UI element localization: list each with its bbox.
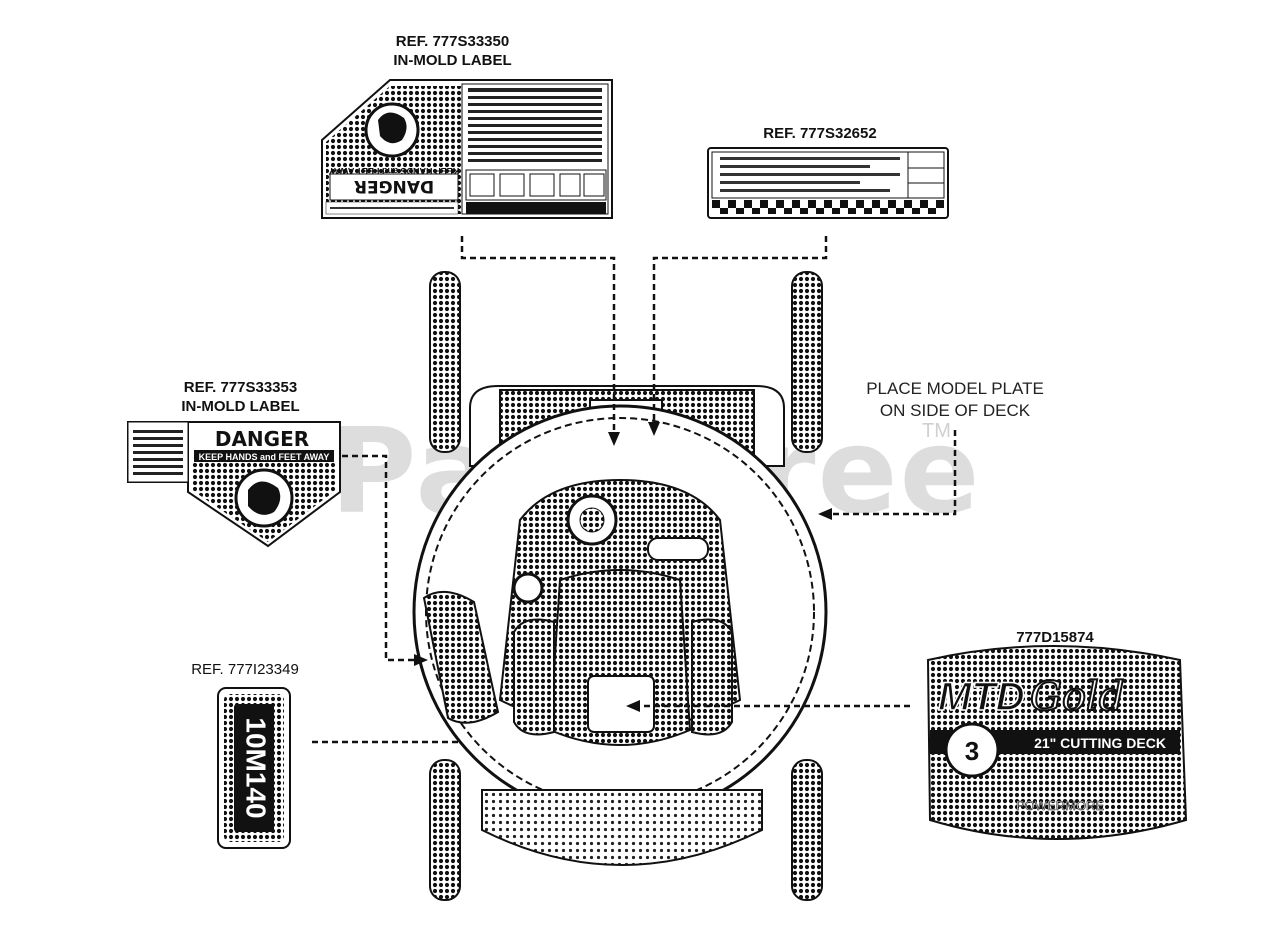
top-label-ref-text: REF. 777S33350 xyxy=(395,33,510,50)
watermark-tm: TM xyxy=(922,420,951,442)
top-danger-decal: DANGER KEEP HANDS and FEET AWAY xyxy=(321,79,613,219)
left-danger-subtitle: KEEP HANDS and FEET AWAY xyxy=(199,452,330,462)
top-label-type: IN-MOLD LABEL xyxy=(393,52,512,69)
badge-number: 3 xyxy=(965,736,979,766)
leader-arrowheads xyxy=(414,422,832,712)
left-label-type: IN-MOLD LABEL xyxy=(181,398,300,415)
badge-text: POWERMORE xyxy=(1016,798,1104,813)
left-label-ref: REF. 777S33353 IN-MOLD LABEL xyxy=(148,378,333,416)
right-brand-decal: MTD Gold 21" CUTTING DECK 3 POWERMORE xyxy=(926,645,1188,840)
deck-text: 21" CUTTING DECK xyxy=(1034,735,1166,751)
top-right-decal xyxy=(707,147,949,219)
top-right-label-ref: REF. 777S32652 xyxy=(763,125,877,142)
right-label-ref: 777D15874 xyxy=(1016,629,1094,646)
model-plate-note-line1: PLACE MODEL PLATE xyxy=(866,379,1044,398)
left-bottom-label-ref: REF. 777I23349 xyxy=(191,661,299,678)
mower-body xyxy=(412,271,828,901)
model-plate-note: PLACE MODEL PLATE ON SIDE OF DECK xyxy=(840,378,1070,422)
left-bottom-model-text: 10M140 xyxy=(241,717,272,818)
model-plate-note-line2: ON SIDE OF DECK xyxy=(879,401,1031,420)
left-bottom-decal: 10M140 xyxy=(217,687,291,849)
brand-text: MTD xyxy=(938,675,1025,719)
top-danger-subtitle: KEEP HANDS and FEET AWAY xyxy=(329,166,460,176)
left-danger-decal: DANGER KEEP HANDS and FEET AWAY xyxy=(127,421,341,548)
left-label-ref-text: REF. 777S33353 xyxy=(183,379,298,396)
top-danger-title: DANGER xyxy=(354,176,434,196)
brand-script-text: Gold xyxy=(1030,674,1124,720)
left-danger-title: DANGER xyxy=(215,427,309,451)
top-label-ref: REF. 777S33350 IN-MOLD LABEL xyxy=(360,32,545,70)
leader-lines xyxy=(312,236,957,744)
